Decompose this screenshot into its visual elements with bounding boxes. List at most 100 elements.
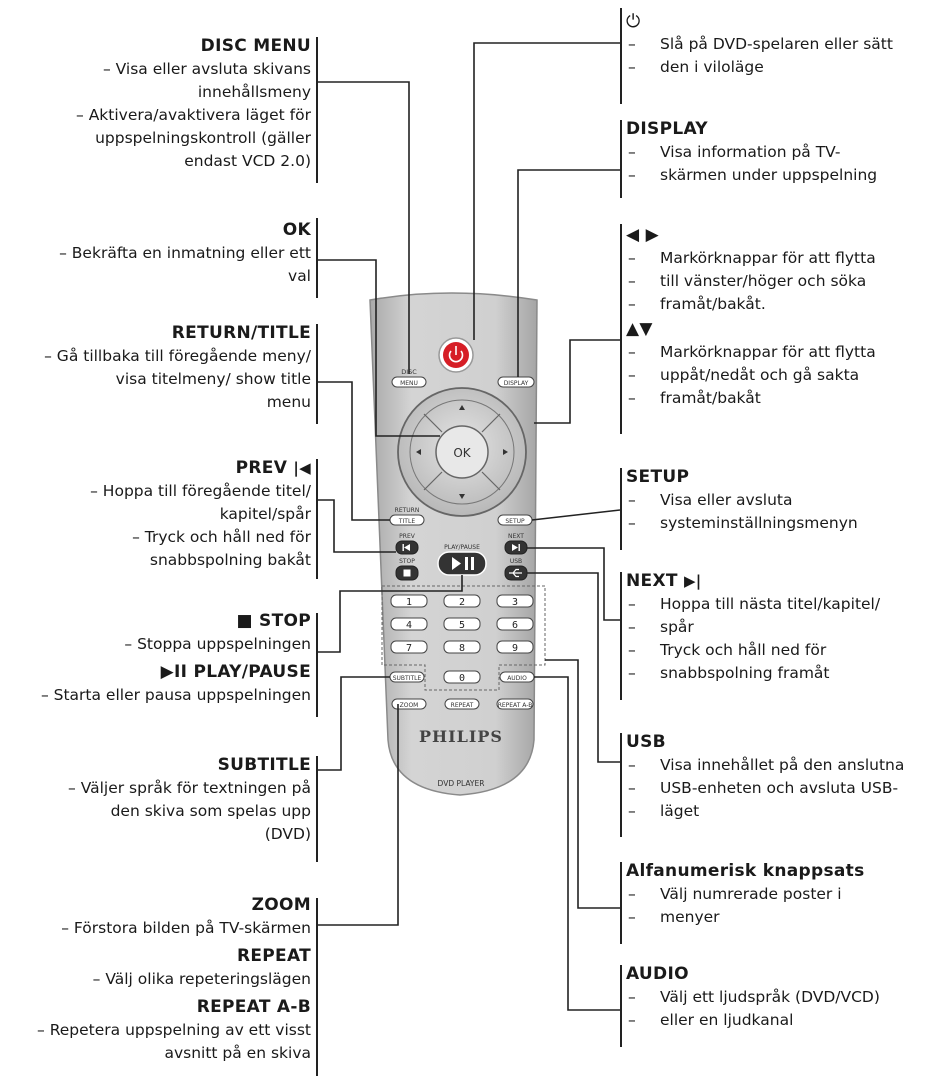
digit-button-3[interactable]: 3	[496, 594, 534, 608]
arrow-left-right-icon: ◀ ▶	[626, 225, 659, 245]
zoom-title: ZOOM	[251, 895, 311, 915]
return-label: RETURN	[395, 507, 420, 514]
ok-callout: OK – Bekräfta en inmatning eller ett val	[0, 219, 311, 288]
up-down-line-2: uppåt/nedåt och gå sakta	[626, 364, 926, 387]
menu-label: MENU	[400, 380, 418, 387]
stop-label: STOP	[399, 558, 415, 565]
power-callout: ⏻ Slå på DVD-spelaren eller sätt den i v…	[626, 10, 926, 79]
return-title-line-2: visa titelmeny/ show title	[115, 370, 311, 388]
repeat-ab-line-2: avsnitt på en skiva	[164, 1044, 311, 1062]
repeat-btn-label: REPEAT	[451, 702, 474, 709]
arrow-up-down-icon: ▲▼	[626, 319, 653, 339]
skip-back-icon: |◀	[293, 459, 311, 477]
display-button[interactable]: DISPLAY	[497, 376, 535, 388]
digit-button-5[interactable]: 5	[443, 617, 481, 631]
next-line-3: Tryck och håll ned för	[626, 639, 926, 662]
disc-menu-line-5: endast VCD 2.0)	[184, 152, 311, 170]
digit-label: 8	[459, 643, 465, 654]
play-pause-title: PLAY/PAUSE	[193, 662, 311, 682]
ok-line-2: val	[288, 267, 311, 285]
stop-square-icon: ■	[236, 611, 253, 631]
alnum-title: Alfanumerisk knappsats	[626, 861, 865, 881]
number-keypad: 1 2 3 4 5 6 7 8 9 0	[390, 594, 534, 684]
setup-line-1: Visa eller avsluta	[626, 489, 926, 512]
digit-label: 5	[459, 620, 465, 631]
usb-button[interactable]	[504, 565, 528, 581]
prev-line-4: snabbspolning bakåt	[149, 551, 311, 569]
alnum-callout: Alfanumerisk knappsats Välj numrerade po…	[626, 860, 926, 929]
disc-menu-line-4: uppspelningskontroll (gäller	[95, 129, 311, 147]
return-title-line-3: menu	[266, 393, 311, 411]
usb-line-2: USB-enheten och avsluta USB-	[626, 777, 926, 800]
digit-button-8[interactable]: 8	[443, 640, 481, 654]
model-label: DVD PLAYER	[438, 779, 485, 788]
stop-title: STOP	[259, 611, 311, 631]
digit-button-0[interactable]: 0	[443, 670, 481, 684]
digit-button-9[interactable]: 9	[496, 640, 534, 654]
ok-button[interactable]: OK	[435, 425, 489, 479]
nav-right-button[interactable]	[503, 449, 508, 455]
digit-label: 4	[406, 620, 412, 631]
nav-up-button[interactable]	[459, 405, 465, 410]
left-right-line-2: till vänster/höger och söka	[626, 270, 926, 293]
subtitle-line-1: – Väljer språk för textningen på	[68, 779, 311, 797]
power-button[interactable]	[438, 337, 474, 373]
audio-line-1: Välj ett ljudspråk (DVD/VCD)	[626, 986, 926, 1009]
next-line-1: Hoppa till nästa titel/kapitel/	[626, 593, 926, 616]
disc-menu-button[interactable]: MENU	[391, 376, 427, 388]
digit-label: 7	[406, 643, 412, 654]
nav-left-button[interactable]	[416, 449, 421, 455]
zoom-button[interactable]: ZOOM	[391, 698, 427, 710]
setup-callout: SETUP Visa eller avsluta systeminställni…	[626, 466, 926, 535]
title-label: TITLE	[398, 518, 415, 525]
next-callout: NEXT ▶| Hoppa till nästa titel/kapitel/ …	[626, 570, 926, 685]
return-title-callout: RETURN/TITLE – Gå tillbaka till föregåen…	[0, 322, 311, 414]
zoom-line-1: – Förstora bilden på TV-skärmen	[61, 919, 311, 937]
display-line-2: skärmen under uppspelning	[626, 164, 926, 187]
next-button[interactable]	[504, 540, 528, 555]
disc-menu-callout: DISC MENU – Visa eller avsluta skivans i…	[0, 35, 311, 173]
repeat-button[interactable]: REPEAT	[444, 698, 480, 710]
repeat-ab-btn-label: REPEAT A-B	[498, 702, 533, 709]
repeat-ab-button[interactable]: REPEAT A-B	[496, 698, 534, 710]
digit-label: 3	[512, 597, 518, 608]
ok-line-1: – Bekräfta en inmatning eller ett	[59, 244, 311, 262]
stop-button[interactable]	[395, 565, 419, 581]
repeat-ab-title: REPEAT A-B	[196, 997, 311, 1017]
subtitle-line-2: den skiva som spelas upp	[110, 802, 311, 820]
zoom-repeat-callout: ZOOM – Förstora bilden på TV-skärmen REP…	[0, 894, 311, 1065]
play-pause-label: PLAY/PAUSE	[444, 544, 480, 551]
usb-line-3: läget	[626, 800, 926, 823]
play-pause-icon: ▶II	[160, 662, 188, 682]
alnum-line-1: Välj numrerade poster i	[626, 883, 926, 906]
ok-label: OK	[453, 446, 471, 460]
digit-label: 2	[459, 597, 465, 608]
next-label: NEXT	[508, 533, 524, 540]
arrows-callout: ◀ ▶ Markörknappar för att flytta till vä…	[626, 224, 926, 410]
digit-label: 9	[512, 643, 518, 654]
digit-label: 0	[459, 673, 465, 684]
usb-icon	[509, 568, 522, 578]
digit-button-7[interactable]: 7	[390, 640, 428, 654]
up-down-line-1: Markörknappar för att flytta	[626, 341, 926, 364]
digit-label: 1	[406, 597, 412, 608]
digit-label: 6	[512, 620, 518, 631]
usb-title: USB	[626, 732, 666, 752]
prev-button[interactable]	[395, 540, 419, 555]
audio-title: AUDIO	[626, 964, 689, 984]
return-title-line-1: – Gå tillbaka till föregående meny/	[44, 347, 311, 365]
display-callout: DISPLAY Visa information på TV- skärmen …	[626, 118, 926, 187]
prev-line-3: – Tryck och håll ned för	[132, 528, 311, 546]
display-title: DISPLAY	[626, 119, 708, 139]
digit-button-2[interactable]: 2	[443, 594, 481, 608]
nav-down-button[interactable]	[459, 494, 465, 499]
digit-button-1[interactable]: 1	[390, 594, 428, 608]
prev-title: PREV	[235, 458, 288, 478]
next-line-4: snabbspolning framåt	[626, 662, 926, 685]
disc-menu-title: DISC MENU	[200, 36, 311, 56]
digit-button-4[interactable]: 4	[390, 617, 428, 631]
return-title-title: RETURN/TITLE	[171, 323, 311, 343]
disc-menu-line-2: innehållsmeny	[197, 83, 311, 101]
digit-button-6[interactable]: 6	[496, 617, 534, 631]
